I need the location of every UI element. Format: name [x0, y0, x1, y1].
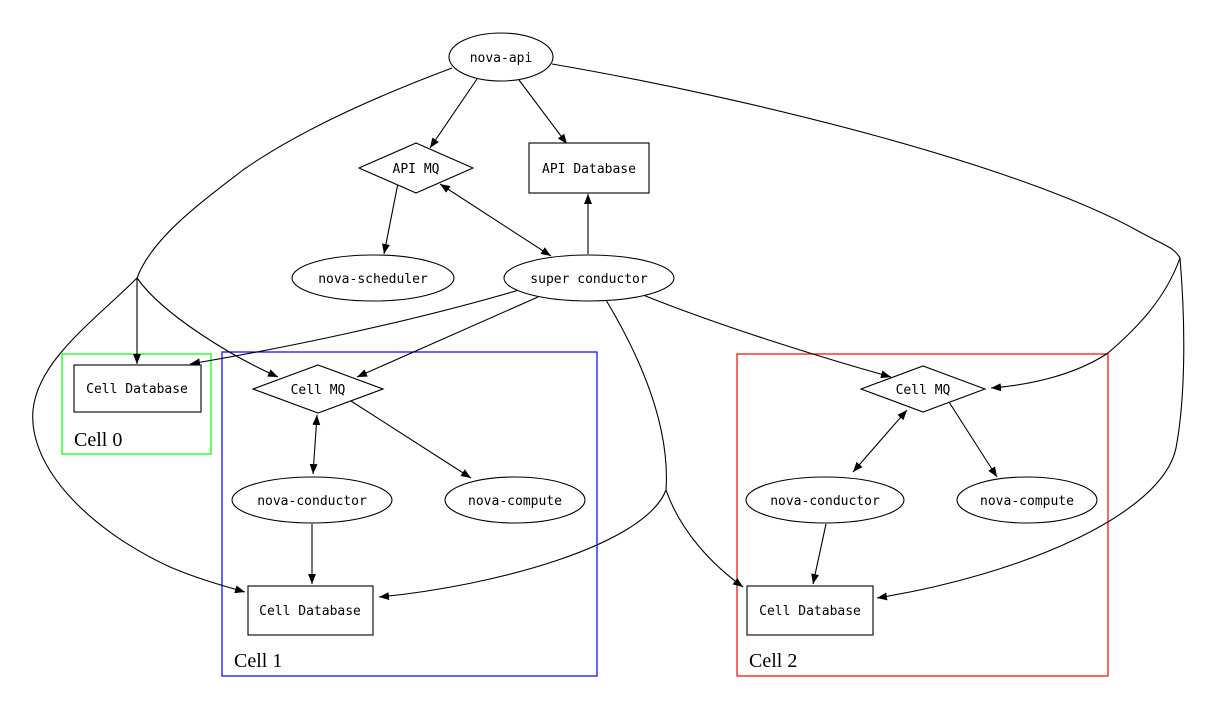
- nova-api-label: nova-api: [470, 51, 533, 66]
- edge-cell2-conductor-to-cell2-database: [811, 523, 827, 585]
- node-cell1-database: Cell Database: [247, 585, 374, 636]
- node-cell2-conductor: nova-conductor: [745, 476, 905, 524]
- cell1-database-label: Cell Database: [259, 604, 361, 619]
- cell2-compute-label: nova-compute: [980, 494, 1074, 509]
- node-cell1-mq: Cell MQ: [251, 364, 385, 414]
- nodes: nova-api API MQ API Database nova-schedu…: [73, 32, 1098, 636]
- edge-nova-api-to-cell1-mq: [136, 277, 279, 378]
- edge-cell1-mq-to-cell1-compute: [350, 400, 472, 479]
- edge-api-mq-super-conductor: [439, 183, 552, 257]
- cluster-cell1: Cell 1: [221, 351, 598, 677]
- cluster-cell2-border: [736, 353, 1109, 677]
- cell1-compute-label: nova-compute: [468, 494, 562, 509]
- cell2-conductor-label: nova-conductor: [770, 494, 880, 509]
- edge-super-conductor-to-cell2-mq: [642, 294, 892, 379]
- api-database-label: API Database: [542, 162, 636, 177]
- edge-super-conductor-to-cell1-mq: [356, 296, 539, 378]
- edge-nova-api-to-api-database: [518, 79, 568, 145]
- cell0-database-label: Cell Database: [86, 382, 188, 397]
- cell2-conductor-ellipse: [745, 476, 905, 524]
- edge-super-conductor-to-cell1-database: [378, 489, 667, 601]
- cell2-mq-diamond: [859, 365, 987, 413]
- super-conductor-ellipse: [503, 254, 675, 302]
- edge-cell1-mq-cell1-conductor: [309, 414, 321, 475]
- api-database-box: [528, 142, 650, 194]
- cell1-compute-ellipse: [444, 476, 586, 524]
- nova-scheduler-ellipse: [291, 254, 455, 302]
- edge-nova-api-to-cell2-mq: [990, 257, 1181, 392]
- node-cell2-database: Cell Database: [746, 585, 874, 636]
- edge-nova-api-to-api-mq: [429, 78, 478, 149]
- api-mq-label: API MQ: [393, 162, 440, 177]
- cluster-cell2: Cell 2: [736, 353, 1109, 677]
- node-cell0-database: Cell Database: [73, 364, 202, 413]
- edge-cell2-mq-to-cell2-compute: [948, 401, 998, 478]
- node-cell2-compute: nova-compute: [956, 476, 1098, 524]
- node-cell1-compute: nova-compute: [444, 476, 586, 524]
- edge-trunk-nova-api-left: [136, 67, 453, 279]
- cell0-database-box: [73, 364, 202, 413]
- cell2-compute-ellipse: [956, 476, 1098, 524]
- cell1-database-box: [247, 585, 374, 636]
- node-nova-scheduler: nova-scheduler: [291, 254, 455, 302]
- edge-cell2-mq-cell2-conductor: [852, 409, 908, 473]
- node-cell1-conductor: nova-conductor: [231, 476, 393, 524]
- cell1-mq-label: Cell MQ: [291, 383, 346, 398]
- edge-trunk-nova-api-right: [551, 63, 1181, 259]
- cluster-cell1-label: Cell 1: [234, 650, 282, 672]
- node-nova-api: nova-api: [448, 32, 554, 82]
- cell2-mq-label: Cell MQ: [896, 383, 951, 398]
- node-api-mq: API MQ: [357, 142, 475, 194]
- cluster-cell2-label: Cell 2: [749, 650, 797, 672]
- nova-api-ellipse: [448, 32, 554, 82]
- nova-scheduler-label: nova-scheduler: [318, 272, 428, 287]
- cell2-database-label: Cell Database: [759, 604, 861, 619]
- edge-nova-api-to-cell1-database: [32, 277, 246, 594]
- edge-trunk-super-conductor-cells: [605, 299, 667, 491]
- cell1-conductor-ellipse: [231, 476, 393, 524]
- node-cell2-mq: Cell MQ: [859, 365, 987, 413]
- cell1-conductor-label: nova-conductor: [257, 494, 367, 509]
- node-api-database: API Database: [528, 142, 650, 194]
- node-super-conductor: super conductor: [503, 254, 675, 302]
- edge-api-mq-to-nova-scheduler: [382, 182, 399, 255]
- cluster-cell1-border: [221, 351, 598, 677]
- edges: [32, 63, 1185, 601]
- super-conductor-label: super conductor: [530, 272, 648, 287]
- edge-super-conductor-to-cell2-database: [665, 489, 744, 588]
- edge-super-conductor-to-cell0-database: [189, 289, 520, 367]
- cell2-database-box: [746, 585, 874, 636]
- edge-nova-api-to-cell2-database: [876, 257, 1185, 601]
- api-mq-diamond: [357, 142, 475, 194]
- cluster-cell0-label: Cell 0: [74, 429, 122, 451]
- cell1-mq-diamond: [251, 364, 385, 414]
